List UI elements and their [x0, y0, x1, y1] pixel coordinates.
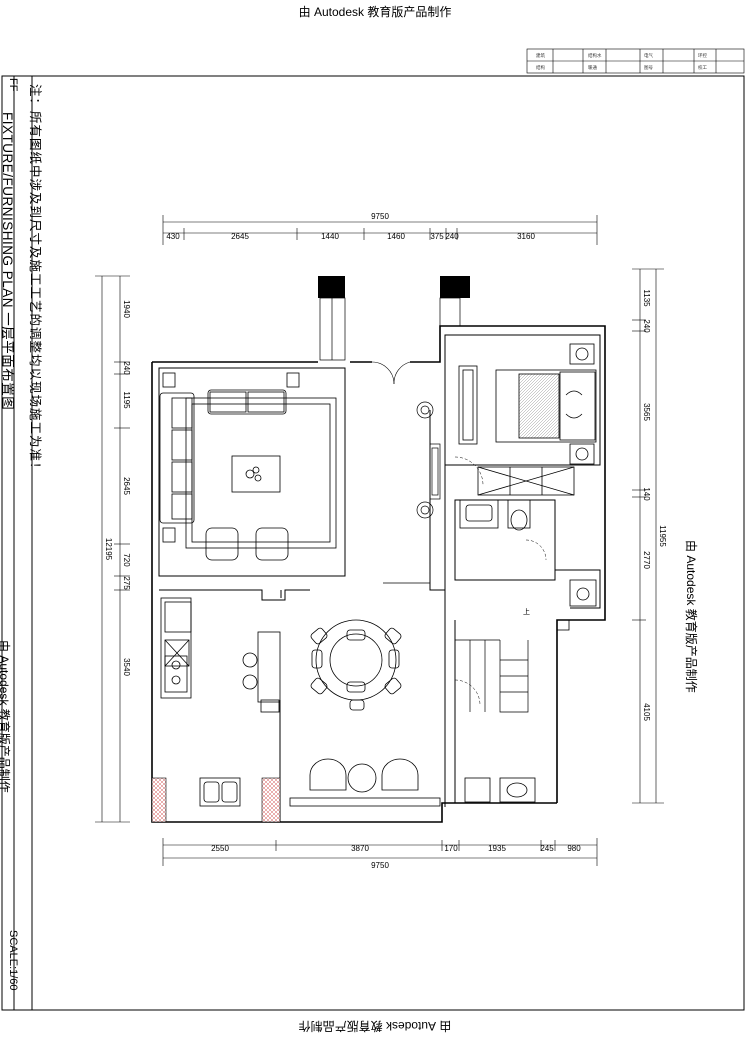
title-block [526, 48, 745, 74]
dim-bottom-total: 9750 [371, 861, 389, 870]
dim-right: 3565 [642, 403, 651, 421]
title-block-cell: 电气 [644, 53, 653, 58]
kitchen-furniture [160, 597, 281, 807]
title-block-cell: 结构水 [588, 53, 602, 58]
dim-left: 275 [122, 576, 131, 590]
dim-bottom: 3870 [351, 844, 369, 853]
dim-left-total: 12195 [104, 538, 113, 561]
sheet-frame [1, 75, 745, 1011]
dim-top: 240 [445, 232, 459, 241]
bedroom-furniture [458, 343, 597, 496]
watermark-top: 由 Autodesk 教育版产品制作 [298, 5, 452, 19]
dimension-right [632, 268, 664, 804]
dim-right: 2770 [642, 551, 651, 569]
dining-furniture [289, 619, 441, 807]
dim-left: 720 [122, 553, 131, 567]
kitchen-hatched-wall [151, 777, 281, 823]
stair [455, 639, 529, 713]
dim-right: 140 [642, 487, 651, 501]
dim-left: 1195 [122, 391, 131, 409]
dim-bottom: 980 [567, 844, 581, 853]
dim-top: 1460 [387, 232, 405, 241]
dim-top: 375 [430, 232, 444, 241]
title-block-cell: 校工 [698, 65, 707, 70]
title-block-cell: 图号 [644, 65, 653, 70]
pillars [318, 276, 470, 298]
shafts [319, 297, 461, 361]
dim-top-total: 9750 [371, 212, 389, 221]
door-swings [454, 456, 547, 706]
dim-bottom: 2550 [211, 844, 229, 853]
dim-right-total: 11955 [658, 525, 667, 547]
living-room-furniture [159, 372, 337, 561]
dimension-left [95, 275, 130, 823]
dimension-bottom [162, 838, 598, 866]
dim-top: 430 [166, 232, 180, 241]
bathroom-fixtures [459, 499, 597, 631]
dim-bottom: 245 [540, 844, 554, 853]
dim-top: 2645 [231, 232, 249, 241]
dimension-top [162, 215, 598, 245]
dim-left: 2645 [122, 477, 131, 495]
dim-right: 1135 [642, 289, 651, 307]
stair-up-label: 上 [523, 607, 530, 616]
entrance-door [371, 361, 411, 385]
dim-left: 1940 [122, 300, 131, 318]
title-block-cell: 结构 [536, 65, 545, 70]
dim-top: 1440 [321, 232, 339, 241]
title-block-cell: 暖通 [588, 65, 597, 70]
title-block-cell: 建筑 [536, 53, 545, 58]
dim-bottom: 170 [444, 844, 458, 853]
corridor-decor [383, 401, 441, 584]
interior-walls [158, 334, 601, 822]
lower-fixtures [464, 777, 536, 803]
dim-bottom: 1935 [488, 844, 506, 853]
title-block-cell: 环控 [698, 53, 707, 58]
dim-left: 3540 [122, 658, 131, 676]
dim-top: 3160 [517, 232, 535, 241]
dim-left: 240 [122, 361, 131, 375]
dim-right: 240 [642, 319, 651, 333]
dim-right: 4105 [642, 703, 651, 721]
